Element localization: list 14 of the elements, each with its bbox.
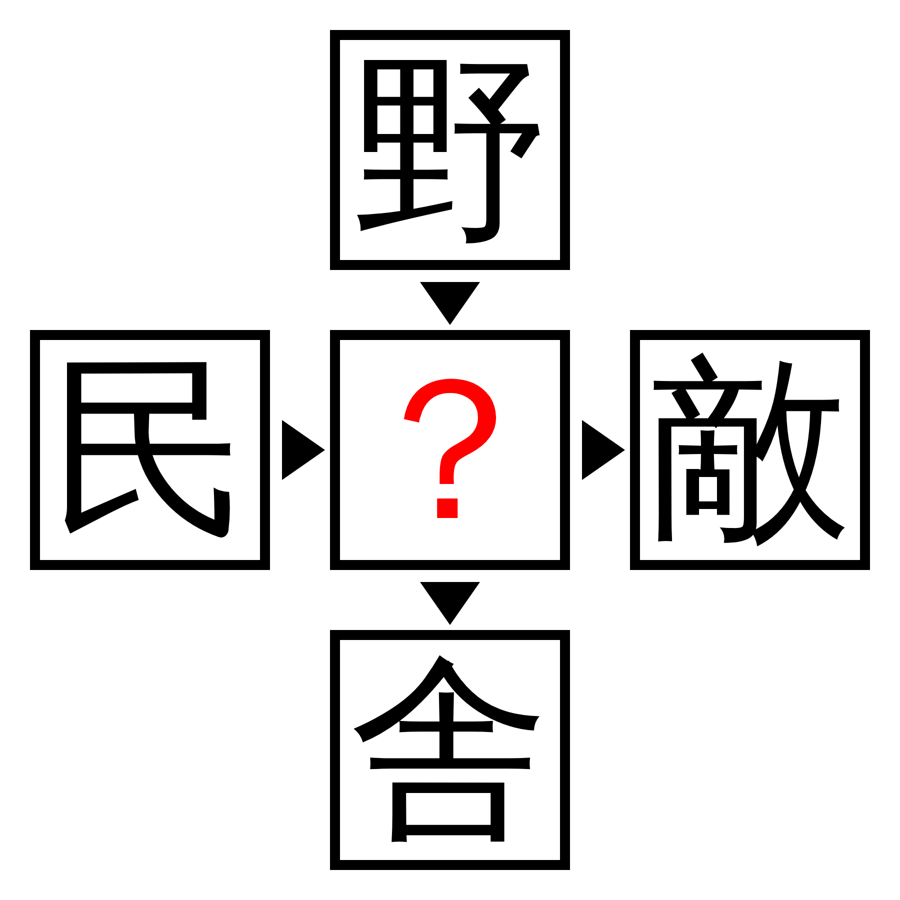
arrowhead: [420, 582, 480, 625]
character-box: [630, 330, 870, 570]
character-box: [330, 30, 570, 270]
kanji-character: 野: [350, 50, 550, 250]
arrowhead: [582, 420, 625, 480]
kanji-character: 敵: [650, 350, 850, 550]
character-box: [30, 330, 270, 570]
kanji-character: 舎: [350, 650, 550, 850]
kanji-character: 民: [50, 350, 250, 550]
character-box: [330, 330, 570, 570]
arrowhead: [282, 420, 325, 480]
arrowhead: [420, 282, 480, 325]
character-box: [330, 630, 570, 870]
question-mark: ？: [350, 350, 550, 550]
